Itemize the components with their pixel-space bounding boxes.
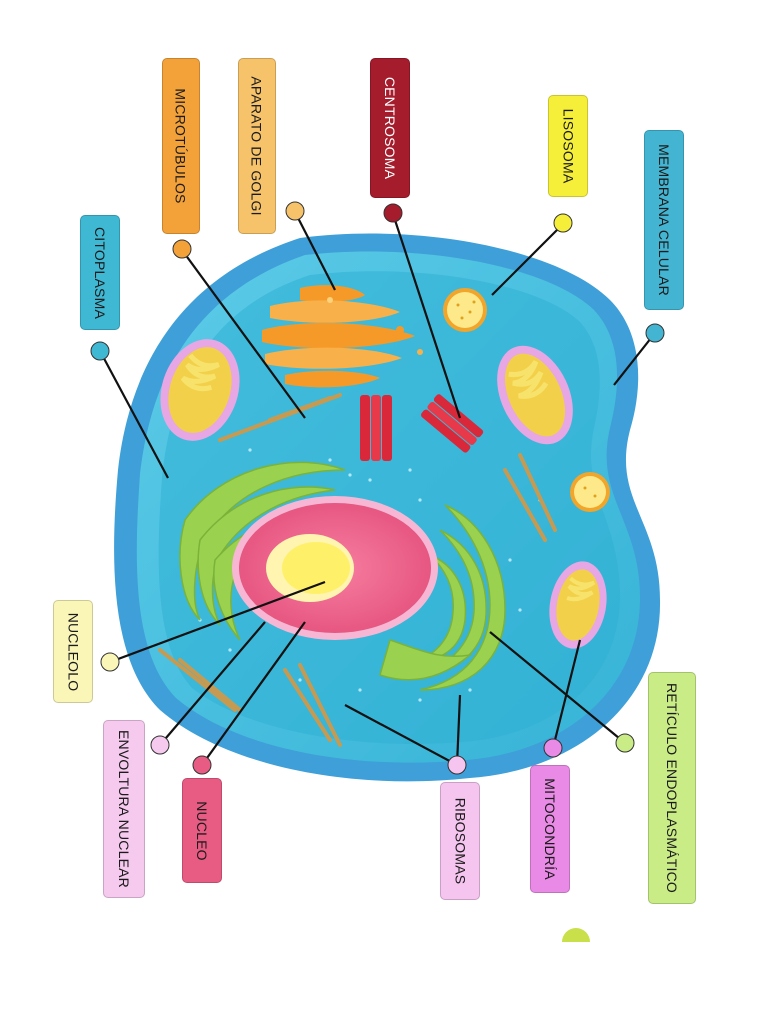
label-membrana-celular: MEMBRANA CELULAR [644,130,684,310]
label-mitocondria: MITOCONDRÍA [530,765,570,893]
lysosome-2 [570,472,610,512]
centrosome [360,394,484,461]
label-microtubulos: MICROTÚBULOS [162,58,200,234]
golgi-apparatus [262,285,423,388]
nucleus [232,496,438,640]
label-nucleolo: NUCLEOLO [53,600,93,703]
label-nucleo: NUCLEO [182,778,222,883]
label-citoplasma: CITOPLASMA [80,215,120,330]
label-envoltura-nuclear: ENVOLTURA NUCLEAR [103,720,145,898]
label-aparato-de-golgi: APARATO DE GOLGI [238,58,276,234]
label-lisosoma: LISOSOMA [548,95,588,197]
leader-lines [99,211,656,766]
partial-green-dot [562,928,590,942]
label-ribosomas: RIBOSOMAS [440,782,480,900]
label-pins [90,201,665,775]
lysosome [443,288,487,332]
label-reticulo-endoplasmatico: RETÍCULO ENDOPLASMÁTICO [648,672,696,904]
mitochondrion-3 [549,561,607,649]
label-centrosoma: CENTROSOMA [370,58,410,198]
mitochondrion [160,339,240,441]
mitochondrion-2 [497,345,573,445]
